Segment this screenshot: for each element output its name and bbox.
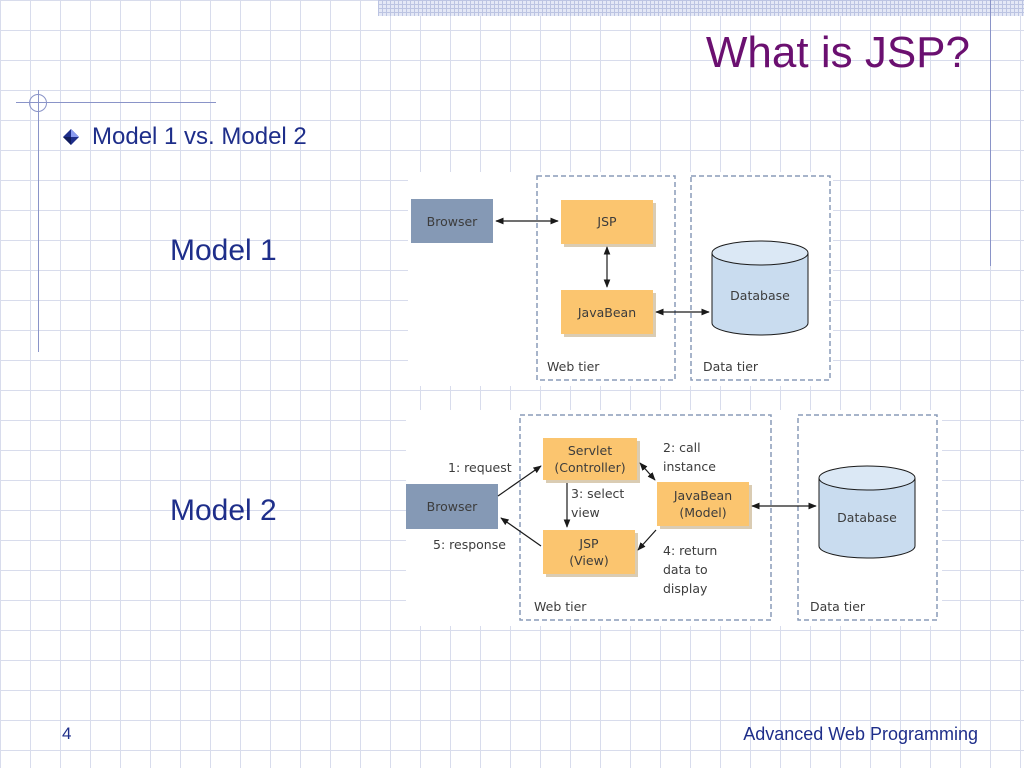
model2-arrow-response: [500, 517, 542, 547]
model1-label: Model 1: [170, 234, 277, 267]
model1-web-tier-label: Web tier: [547, 359, 600, 374]
model1-database-top: [711, 240, 809, 266]
model2-database-body: [818, 478, 916, 559]
model1-data-tier-boundary: [690, 175, 831, 381]
model2-arrow-request: [497, 465, 542, 497]
model2-browser-box: [406, 484, 498, 529]
header-pattern-band: [378, 0, 1024, 16]
model2-step2-label-line1: 2: call: [663, 440, 701, 455]
bullet-text: Model 1 vs. Model 2: [92, 123, 307, 150]
model2-step3-label-line2: view: [571, 505, 600, 520]
model2-servlet-label-line1: Servlet: [568, 443, 612, 458]
model2-label: Model 2: [170, 494, 277, 527]
model2-step3-label-line1: 3: select: [571, 486, 624, 501]
model2-step5-label: 5: response: [433, 537, 506, 552]
model2-web-tier-label: Web tier: [534, 599, 587, 614]
model2-database-label: Database: [837, 510, 897, 525]
model2-step4-label-line2: data to: [663, 562, 708, 577]
footer-course-title: Advanced Web Programming: [743, 724, 978, 744]
model1-browser-label: Browser: [427, 214, 479, 229]
left-rule-vertical: [38, 90, 39, 352]
model2-step4-label-line3: display: [663, 581, 708, 596]
model2-javabean-label-line2: (Model): [679, 505, 726, 520]
model1-jsp-box: [561, 200, 653, 244]
model1-web-tier-boundary: [536, 175, 676, 381]
model2-jsp-label-line1: JSP: [578, 536, 599, 551]
model1-javabean-box: [561, 290, 653, 334]
model2-arrow-call-instance: [639, 462, 656, 481]
model1-database-body: [711, 253, 809, 336]
model2-data-tier-boundary: [797, 414, 938, 621]
model2-jsp-box: [543, 530, 635, 574]
model2-database-top: [818, 465, 916, 491]
model2-jsp-label-line2: (View): [569, 553, 608, 568]
model2-servlet-label-line2: (Controller): [554, 460, 625, 475]
bullet-item: Model 1 vs. Model 2: [62, 122, 307, 152]
model2-javabean-label-line1: JavaBean: [673, 488, 732, 503]
model1-database-label: Database: [730, 288, 790, 303]
model2-diagram: Browser Servlet (Controller) JSP (View) …: [406, 410, 942, 626]
model2-step4-label-line1: 4: return: [663, 543, 717, 558]
model2-browser-label: Browser: [427, 499, 479, 514]
model2-arrow-return-data: [637, 529, 657, 551]
model2-web-tier-boundary: [519, 414, 772, 621]
rule-circle-ornament: [29, 94, 47, 112]
page-number: 4: [62, 724, 72, 743]
model1-jsp-label: JSP: [596, 214, 617, 229]
slide-title: What is JSP?: [705, 28, 970, 77]
model1-javabean-label: JavaBean: [577, 305, 636, 320]
model1-diagram: Browser JSP JavaBean Database Web tier D…: [408, 172, 833, 386]
model1-data-tier-label: Data tier: [703, 359, 759, 374]
model2-step1-label: 1: request: [448, 460, 512, 475]
diamond-bullet-icon: [63, 129, 79, 145]
header-rule-horizontal: [16, 102, 216, 103]
model2-data-tier-label: Data tier: [810, 599, 866, 614]
model2-step2-label-line2: instance: [663, 459, 716, 474]
model2-servlet-box: [543, 438, 637, 480]
model2-javabean-box: [657, 482, 749, 526]
right-rule-vertical: [990, 0, 991, 266]
model1-browser-box: [411, 199, 493, 243]
